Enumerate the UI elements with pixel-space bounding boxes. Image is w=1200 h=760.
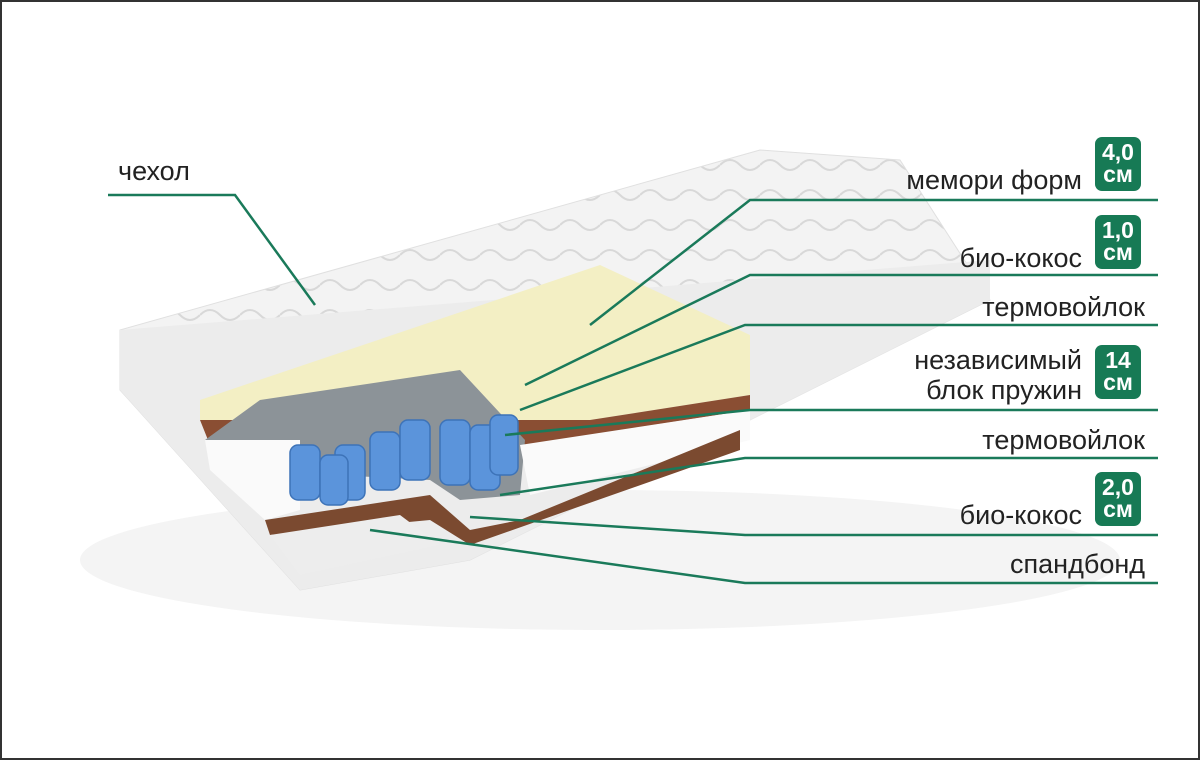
badge-value: 1,0 [1102,217,1134,243]
label-cover: чехол [118,156,190,186]
badge-value: 4,0 [1102,139,1134,165]
spring-block [289,414,519,506]
label-bio-coconut-bottom: био-кокос [959,500,1082,530]
badge-unit: см [1103,161,1133,187]
badge-value: 2,0 [1102,474,1134,500]
badge-value: 14 [1105,347,1131,373]
label-memory-foam: мемори форм [906,165,1082,195]
badge-unit: см [1103,239,1133,265]
label-bio-coconut-top: био-кокос [959,243,1082,273]
badge-unit: см [1103,496,1133,522]
badge-unit: см [1103,369,1133,395]
bio-coconut-bottom-layer [265,430,740,545]
spunbond-layer [270,515,440,575]
label-thermofelt-bottom: термовойлок [982,425,1145,455]
label-spring-block-line1: независимый [914,345,1082,375]
label-spring-block-line2: блок пружин [926,375,1082,405]
label-spunbond: спандбонд [1010,549,1145,579]
label-thermofelt-top: термовойлок [982,292,1145,322]
memory-foam-layer [200,265,750,420]
side-foam-right [520,410,750,495]
side-foam-left [205,440,300,520]
label-spring-block: независимый блок пружин [914,345,1082,405]
leader-lines [108,193,1158,585]
